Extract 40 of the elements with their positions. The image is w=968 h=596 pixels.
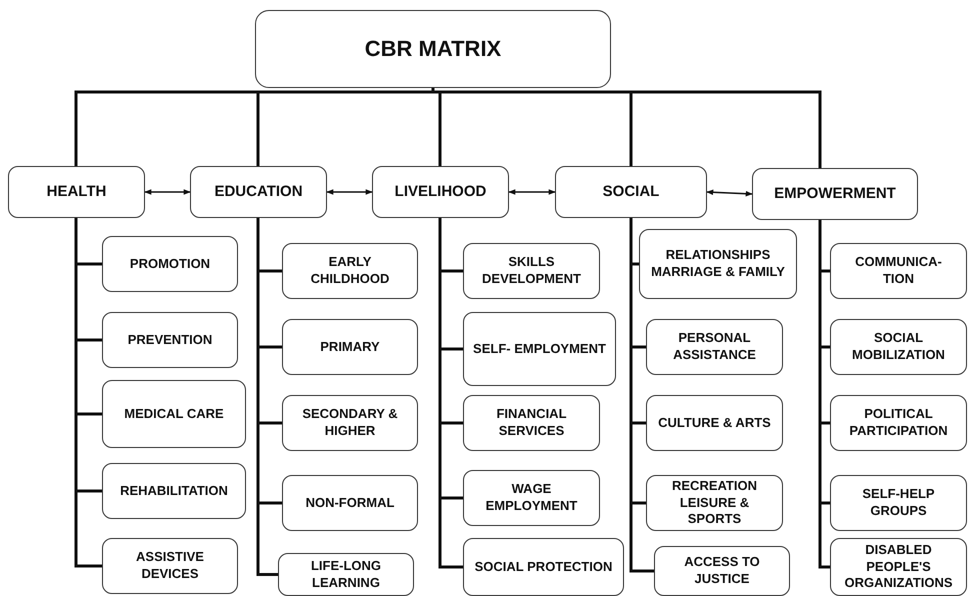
component-box: PRIMARY bbox=[282, 319, 418, 375]
component-box: LIFE-LONG LEARNING bbox=[278, 553, 414, 596]
component-box: SKILLS DEVELOPMENT bbox=[463, 243, 600, 299]
connector-line bbox=[818, 220, 830, 568]
component-box: WAGE EMPLOYMENT bbox=[463, 470, 600, 526]
component-box: PROMOTION bbox=[102, 236, 238, 292]
connector-line bbox=[438, 218, 463, 568]
double-arrow bbox=[326, 189, 373, 195]
component-box: DISABLED PEOPLE'S ORGANIZATIONS bbox=[830, 538, 967, 596]
category-box: SOCIAL bbox=[555, 166, 707, 218]
category-box: EDUCATION bbox=[190, 166, 327, 218]
component-box: ASSISTIVE DEVICES bbox=[102, 538, 238, 594]
component-box: SOCIAL MOBILIZATION bbox=[830, 319, 967, 375]
component-box: ACCESS TO JUSTICE bbox=[654, 546, 790, 596]
connector-line bbox=[74, 218, 102, 568]
category-box: EMPOWERMENT bbox=[752, 168, 918, 220]
component-box: REHABILITATION bbox=[102, 463, 246, 519]
double-arrow bbox=[706, 189, 753, 197]
component-box: COMMUNICA- TION bbox=[830, 243, 967, 299]
component-box: SELF- EMPLOYMENT bbox=[463, 312, 616, 386]
title-box: CBR MATRIX bbox=[255, 10, 611, 88]
component-box: RELATIONSHIPS MARRIAGE & FAMILY bbox=[639, 229, 797, 299]
component-box: EARLY CHILDHOOD bbox=[282, 243, 418, 299]
component-box: SECONDARY & HIGHER bbox=[282, 395, 418, 451]
component-box: SOCIAL PROTECTION bbox=[463, 538, 624, 596]
component-box: FINANCIAL SERVICES bbox=[463, 395, 600, 451]
component-box: PERSONAL ASSISTANCE bbox=[646, 319, 783, 375]
component-box: CULTURE & ARTS bbox=[646, 395, 783, 451]
component-box: RECREATION LEISURE & SPORTS bbox=[646, 475, 783, 531]
component-box: PREVENTION bbox=[102, 312, 238, 368]
double-arrow bbox=[508, 189, 556, 195]
component-box: POLITICAL PARTICIPATION bbox=[830, 395, 967, 451]
component-box: MEDICAL CARE bbox=[102, 380, 246, 448]
category-box: HEALTH bbox=[8, 166, 145, 218]
connector-line bbox=[256, 218, 278, 576]
connector-line bbox=[630, 218, 654, 572]
component-box: NON-FORMAL bbox=[282, 475, 418, 531]
double-arrow bbox=[144, 189, 191, 195]
component-box: SELF-HELP GROUPS bbox=[830, 475, 967, 531]
category-box: LIVELIHOOD bbox=[372, 166, 509, 218]
